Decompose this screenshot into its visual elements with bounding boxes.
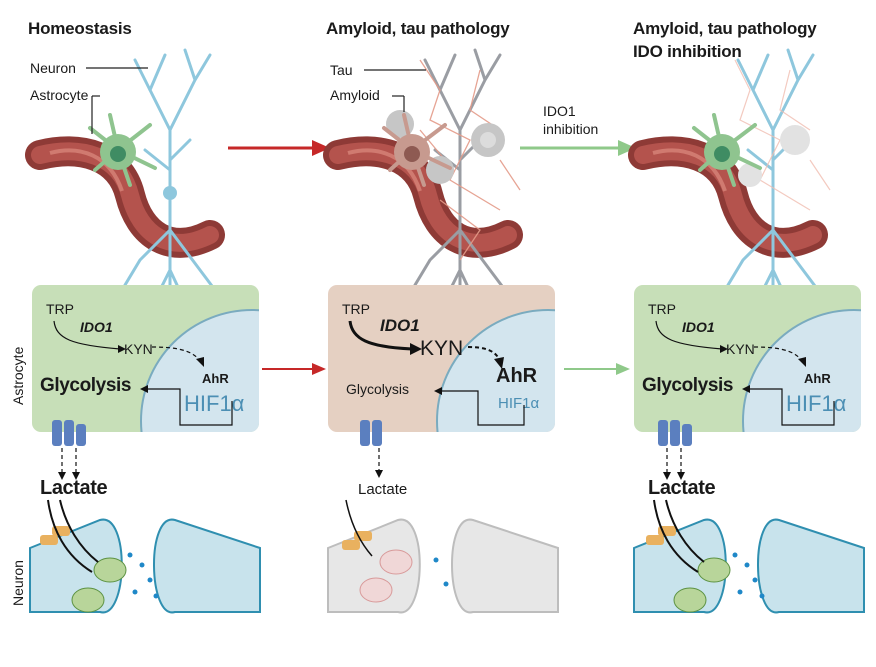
panel1-arrows: [53, 320, 233, 426]
label-neuron: Neuron: [30, 60, 76, 76]
kyn-text: KYN: [726, 341, 755, 357]
ahr-text: AhR: [202, 371, 229, 386]
ahr-text: AhR: [496, 365, 538, 387]
synapse-pathology: [327, 499, 559, 614]
kyn-text: KYN: [420, 337, 464, 360]
trp-text: TRP: [648, 301, 676, 317]
hif1a-text: HIF1α: [498, 395, 540, 412]
glycolysis-text: Glycolysis: [642, 375, 734, 396]
astrocyte-panel-pathology: TRP IDO1 KYN AhR HIF1α Glycolysis: [328, 285, 555, 432]
title-homeostasis: Homeostasis: [28, 19, 132, 38]
hif1a-text: HIF1α: [786, 391, 847, 416]
cell-illustrations: [0, 48, 831, 285]
transporter-2: [360, 420, 383, 478]
pathology-cells: [338, 48, 520, 285]
label-ido1: IDO1: [543, 103, 576, 119]
label-tau: Tau: [330, 62, 353, 78]
ido1-text: IDO1: [380, 316, 420, 335]
label-amyloid: Amyloid: [330, 87, 380, 103]
ahr-text: AhR: [804, 371, 831, 386]
ido1-text: IDO1: [80, 319, 113, 335]
trp-text: TRP: [46, 301, 74, 317]
transporter-3: [658, 420, 692, 480]
glycolysis-text: Glycolysis: [40, 375, 132, 396]
astrocyte-panel-homeostasis: TRP IDO1 KYN AhR HIF1α Glycolysis: [32, 285, 259, 432]
lactate-label-2: Lactate: [358, 481, 408, 498]
ido1-text: IDO1: [682, 319, 715, 335]
synapse-homeostasis: [29, 499, 261, 614]
panel2-arrows: [348, 320, 525, 426]
ido-inhibition-cells: [643, 48, 831, 285]
synapse-ido-inhibition: [633, 499, 865, 614]
title-pathology: Amyloid, tau pathology: [326, 19, 510, 38]
subtitle-ido-inhibition: IDO inhibition: [633, 42, 742, 61]
astrocyte-panel-ido-inhibition: TRP IDO1 KYN AhR HIF1α Glycolysis: [634, 285, 861, 432]
trp-text: TRP: [342, 301, 370, 317]
lactate-label-1: Lactate: [40, 477, 108, 499]
title-pathology-ido: Amyloid, tau pathology: [633, 19, 817, 38]
glycolysis-text: Glycolysis: [346, 381, 410, 397]
homeostasis-cells: [40, 48, 215, 285]
panel3-arrows: [655, 320, 835, 426]
hif1a-text: HIF1α: [184, 391, 245, 416]
label-astrocyte: Astrocyte: [30, 87, 89, 103]
transporter-1: [52, 420, 86, 480]
lactate-label-3: Lactate: [648, 477, 716, 499]
kyn-text: KYN: [124, 341, 153, 357]
label-inhibition: inhibition: [543, 121, 599, 137]
